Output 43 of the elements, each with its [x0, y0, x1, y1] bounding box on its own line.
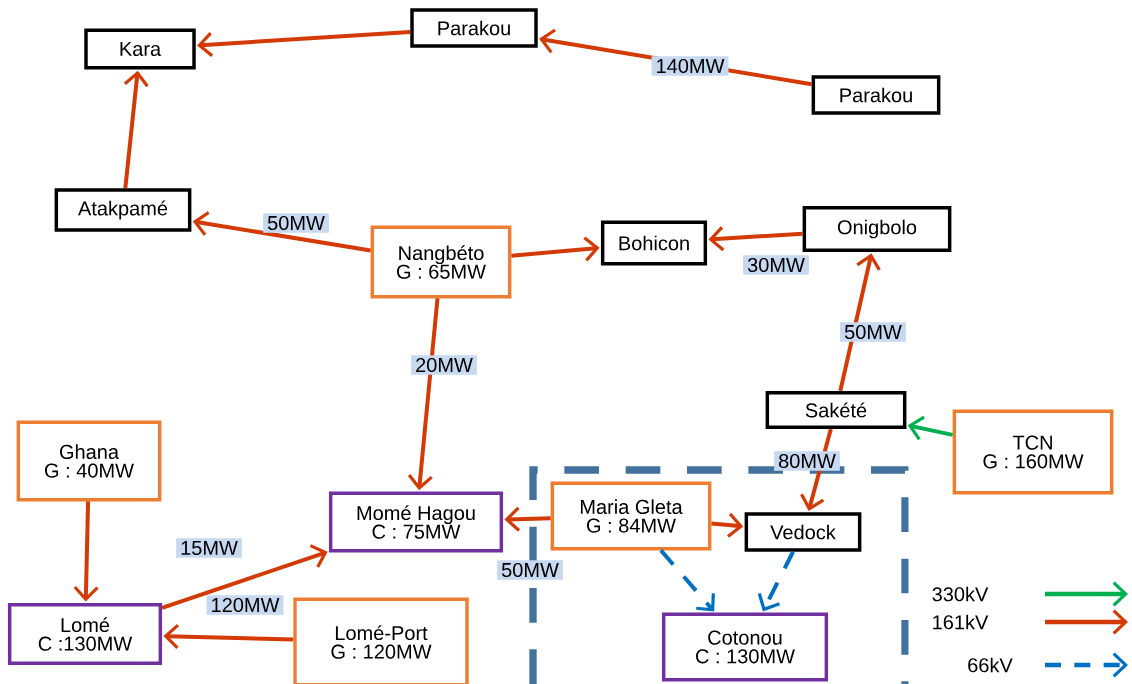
arrow: [161, 544, 328, 610]
edge-label: 50MW: [840, 322, 906, 342]
arrow: [838, 253, 881, 392]
station-box: Bohicon: [600, 220, 708, 266]
arrow: [192, 211, 371, 253]
station-box: Vedock: [744, 512, 862, 552]
generator-box: Maria Gleta G : 84MW: [550, 481, 712, 551]
edge-label: 20MW: [411, 355, 477, 375]
generator-box: Lomé-Port G : 120MW: [293, 597, 469, 684]
edge-label: 50MW: [263, 213, 329, 233]
generator-box: TCN G : 160MW: [952, 409, 1114, 495]
edge-label: 80MW: [774, 451, 840, 471]
edge-label: 50MW: [497, 560, 563, 580]
arrow: [73, 501, 99, 602]
arrow: [511, 236, 600, 262]
arrow: [407, 298, 440, 491]
edge-label: 30MW: [743, 255, 809, 275]
arrow: [163, 623, 294, 649]
station-box: Parakou: [410, 8, 538, 48]
legend-label: 66kV: [968, 657, 1013, 673]
legend-label: 161kV: [933, 614, 989, 630]
arrow: [659, 549, 715, 612]
station-box: Parakou: [811, 75, 941, 115]
consumer-box: Cotonou C : 130MW: [661, 612, 829, 682]
arrow: [757, 550, 795, 612]
station-box: Atakpamé: [54, 188, 192, 232]
edge-label: 120MW: [206, 595, 284, 615]
generator-box: Nangbéto G : 65MW: [370, 225, 512, 299]
arrow: [907, 415, 954, 441]
arrow: [711, 512, 744, 538]
arrow: [123, 70, 149, 189]
arrow: [708, 226, 803, 252]
consumer-box: Lomé C :130MW: [7, 602, 163, 666]
edge-label: 15MW: [176, 538, 242, 558]
arrow: [504, 506, 551, 532]
consumer-box: Momé Hagou C : 75MW: [328, 491, 504, 553]
station-box: Onigbolo: [802, 205, 952, 253]
station-box: Sakété: [765, 390, 907, 430]
edge-label: 140MW: [651, 56, 729, 76]
generator-box: Ghana G : 40MW: [16, 420, 162, 502]
legend-label: 330kV: [932, 586, 989, 602]
arrow: [197, 30, 411, 58]
station-box: Kara: [84, 28, 196, 70]
